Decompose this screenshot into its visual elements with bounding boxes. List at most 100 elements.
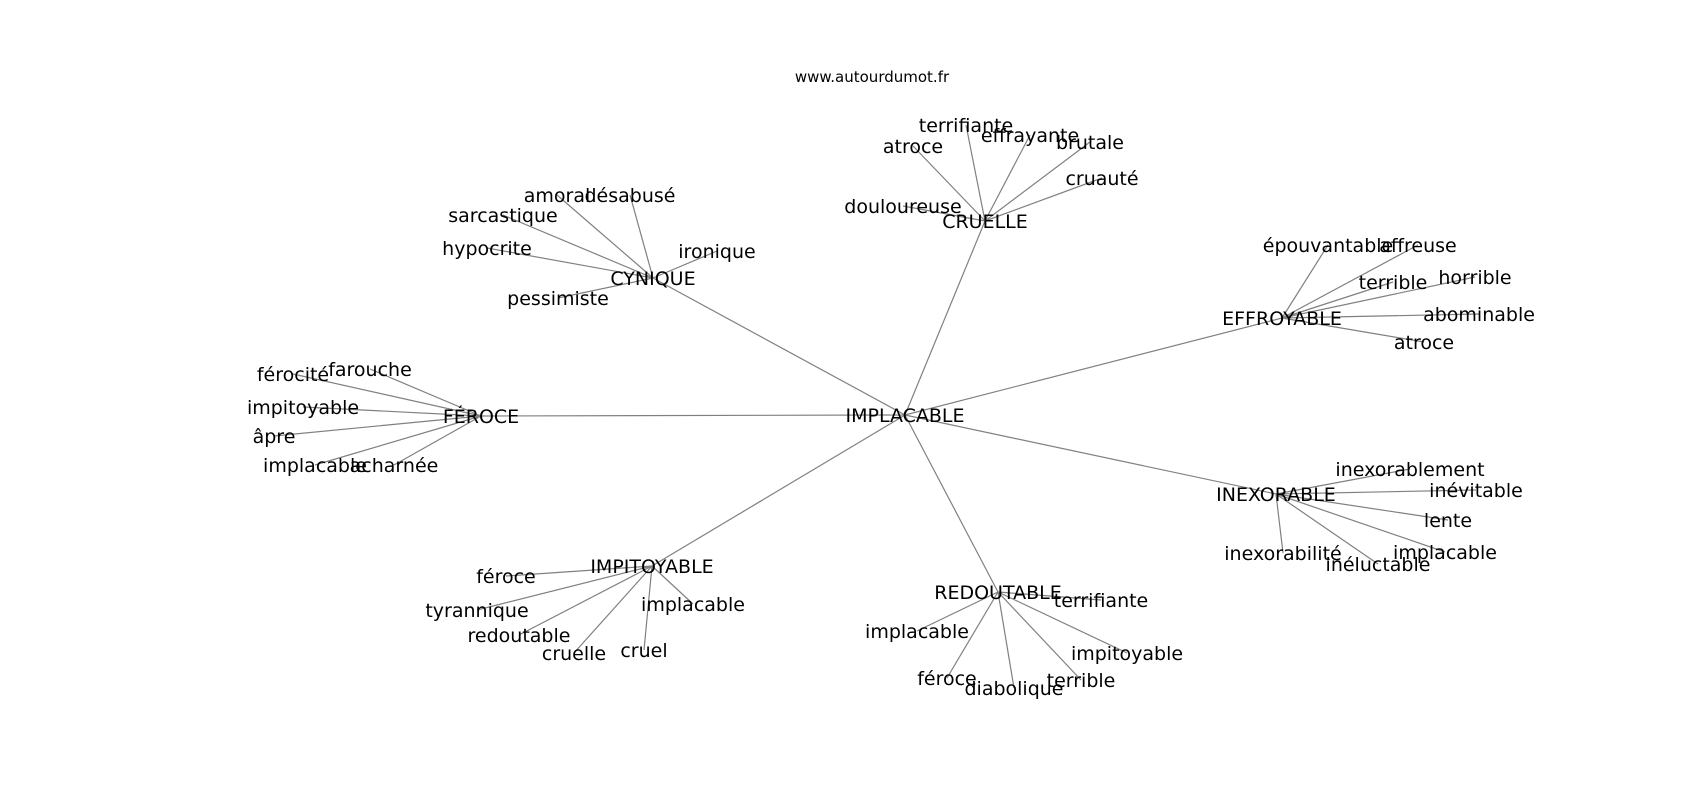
leaf-node-label: impitoyable bbox=[1071, 643, 1183, 665]
edge-center-to-cluster bbox=[651, 414, 906, 567]
edge-center-to-cluster bbox=[904, 220, 986, 416]
edge-cluster-to-leaf bbox=[505, 565, 653, 577]
edge-cluster-to-leaf bbox=[1275, 493, 1284, 554]
edge-cluster-to-leaf bbox=[984, 177, 1103, 222]
leaf-node-label: épouvantable bbox=[1263, 235, 1393, 257]
leaf-node-label: cruauté bbox=[1065, 168, 1138, 190]
edge-cluster-to-leaf bbox=[651, 565, 694, 605]
edge-cluster-to-leaf bbox=[965, 124, 986, 222]
leaf-node-label: brutale bbox=[1056, 132, 1124, 154]
edge-cluster-to-leaf bbox=[946, 591, 999, 679]
leaf-node-label: farouche bbox=[328, 359, 412, 381]
edge-cluster-to-leaf bbox=[652, 250, 718, 279]
leaf-node-label: terrifiante bbox=[919, 115, 1014, 137]
edge-cluster-to-leaf bbox=[1281, 276, 1476, 319]
leaf-node-label: amoral bbox=[524, 185, 591, 207]
leaf-node-label: inévitable bbox=[1429, 480, 1523, 502]
leaf-node-label: implacable bbox=[641, 594, 745, 616]
edge-center-to-cluster bbox=[904, 414, 999, 593]
cluster-node-label: REDOUTABLE bbox=[934, 582, 1061, 604]
edge-cluster-to-leaf bbox=[984, 141, 1091, 222]
leaf-node-label: ironique bbox=[678, 241, 755, 263]
leaf-node-label: implacable bbox=[865, 621, 969, 643]
leaf-node-label: pessimiste bbox=[507, 288, 609, 310]
leaf-node-label: lente bbox=[1424, 510, 1472, 532]
leaf-node-label: atroce bbox=[1394, 332, 1454, 354]
edge-cluster-to-leaf bbox=[557, 277, 654, 299]
leaf-node-label: inexorabilité bbox=[1224, 543, 1341, 565]
edge-cluster-to-leaf bbox=[1275, 493, 1446, 553]
leaf-node-label: tyrannique bbox=[425, 600, 528, 622]
leaf-node-label: horrible bbox=[1438, 267, 1511, 289]
edge-cluster-to-leaf bbox=[997, 591, 1128, 654]
edge-cluster-to-leaf bbox=[1275, 489, 1477, 495]
edge-cluster-to-leaf bbox=[997, 591, 1102, 601]
leaf-node-label: implacable bbox=[1393, 542, 1497, 564]
edge-cluster-to-leaf bbox=[997, 591, 1015, 689]
edge-cluster-to-leaf bbox=[902, 205, 986, 222]
leaf-node-label: terrible bbox=[1359, 272, 1428, 294]
leaf-node-label: implacable bbox=[263, 455, 367, 477]
leaf-node-label: féroce bbox=[476, 566, 536, 588]
edge-cluster-to-leaf bbox=[573, 565, 653, 654]
leaf-node-label: désabusé bbox=[585, 185, 676, 207]
edge-center-to-cluster bbox=[904, 414, 1277, 495]
edge-cluster-to-leaf bbox=[1281, 281, 1394, 319]
edge-cluster-to-leaf bbox=[486, 247, 654, 279]
edge-cluster-to-leaf bbox=[556, 194, 654, 279]
edge-cluster-to-leaf bbox=[643, 565, 653, 651]
edge-center-to-cluster bbox=[652, 277, 906, 416]
edge-cluster-to-leaf bbox=[369, 368, 482, 417]
leaf-node-label: inéluctable bbox=[1326, 554, 1431, 576]
edge-cluster-to-leaf bbox=[997, 591, 1082, 681]
leaf-node-label: acharnée bbox=[350, 455, 439, 477]
edge-cluster-to-leaf bbox=[1275, 493, 1449, 521]
leaf-node-label: terrifiante bbox=[1054, 590, 1149, 612]
edge-cluster-to-leaf bbox=[916, 591, 999, 632]
edge-cluster-to-leaf bbox=[292, 373, 482, 417]
leaf-node-label: terrible bbox=[1047, 670, 1116, 692]
leaf-node-label: effrayante bbox=[981, 125, 1079, 147]
leaf-node-label: impitoyable bbox=[247, 397, 359, 419]
leaf-node-label: cruel bbox=[620, 640, 667, 662]
leaf-node-label: inexorablement bbox=[1335, 459, 1484, 481]
edge-cluster-to-leaf bbox=[302, 406, 482, 417]
source-url: www.autourdumot.fr bbox=[795, 68, 950, 86]
cluster-node-label: INEXORABLE bbox=[1216, 484, 1336, 506]
leaf-node-label: féroce bbox=[917, 668, 977, 690]
cluster-node-label: IMPITOYABLE bbox=[590, 556, 713, 578]
edge-cluster-to-leaf bbox=[1275, 468, 1411, 495]
cluster-node-label: EFFROYABLE bbox=[1222, 308, 1342, 330]
leaf-node-label: affreuse bbox=[1379, 235, 1456, 257]
edge-cluster-to-leaf bbox=[1281, 317, 1425, 343]
edge-center-to-cluster bbox=[480, 414, 906, 417]
leaf-node-label: redoutable bbox=[468, 625, 571, 647]
edge-cluster-to-leaf bbox=[314, 415, 482, 466]
edge-cluster-to-leaf bbox=[1281, 244, 1419, 319]
edge-cluster-to-leaf bbox=[518, 565, 653, 636]
edge-cluster-to-leaf bbox=[1281, 244, 1329, 319]
edge-cluster-to-leaf bbox=[629, 194, 654, 279]
leaf-node-label: diabolique bbox=[964, 678, 1063, 700]
cluster-node-label: FÉROCE bbox=[443, 405, 519, 428]
edge-cluster-to-leaf bbox=[502, 214, 654, 279]
leaf-node-label: cruelle bbox=[542, 643, 606, 665]
cluster-node-label: CYNIQUE bbox=[610, 268, 695, 290]
leaf-node-label: atroce bbox=[883, 136, 943, 158]
graph-edges bbox=[273, 124, 1480, 689]
edge-cluster-to-leaf bbox=[273, 415, 482, 437]
edge-cluster-to-leaf bbox=[912, 145, 986, 222]
leaf-node-label: hypocrite bbox=[442, 238, 532, 260]
edge-cluster-to-leaf bbox=[476, 565, 653, 611]
center-node-label: IMPLACABLE bbox=[845, 405, 964, 427]
leaf-node-label: abominable bbox=[1423, 304, 1535, 326]
leaf-node-label: douloureuse bbox=[844, 196, 961, 218]
edge-center-to-cluster bbox=[904, 317, 1283, 416]
leaf-node-label: sarcastique bbox=[448, 205, 557, 227]
leaf-node-label: férocité bbox=[257, 364, 329, 386]
edge-cluster-to-leaf bbox=[984, 134, 1031, 222]
edge-cluster-to-leaf bbox=[1281, 313, 1480, 319]
leaf-node-label: âpre bbox=[253, 426, 296, 448]
graph-labels: atroceterrifianteeffrayantebrutalecruaut… bbox=[247, 115, 1535, 700]
